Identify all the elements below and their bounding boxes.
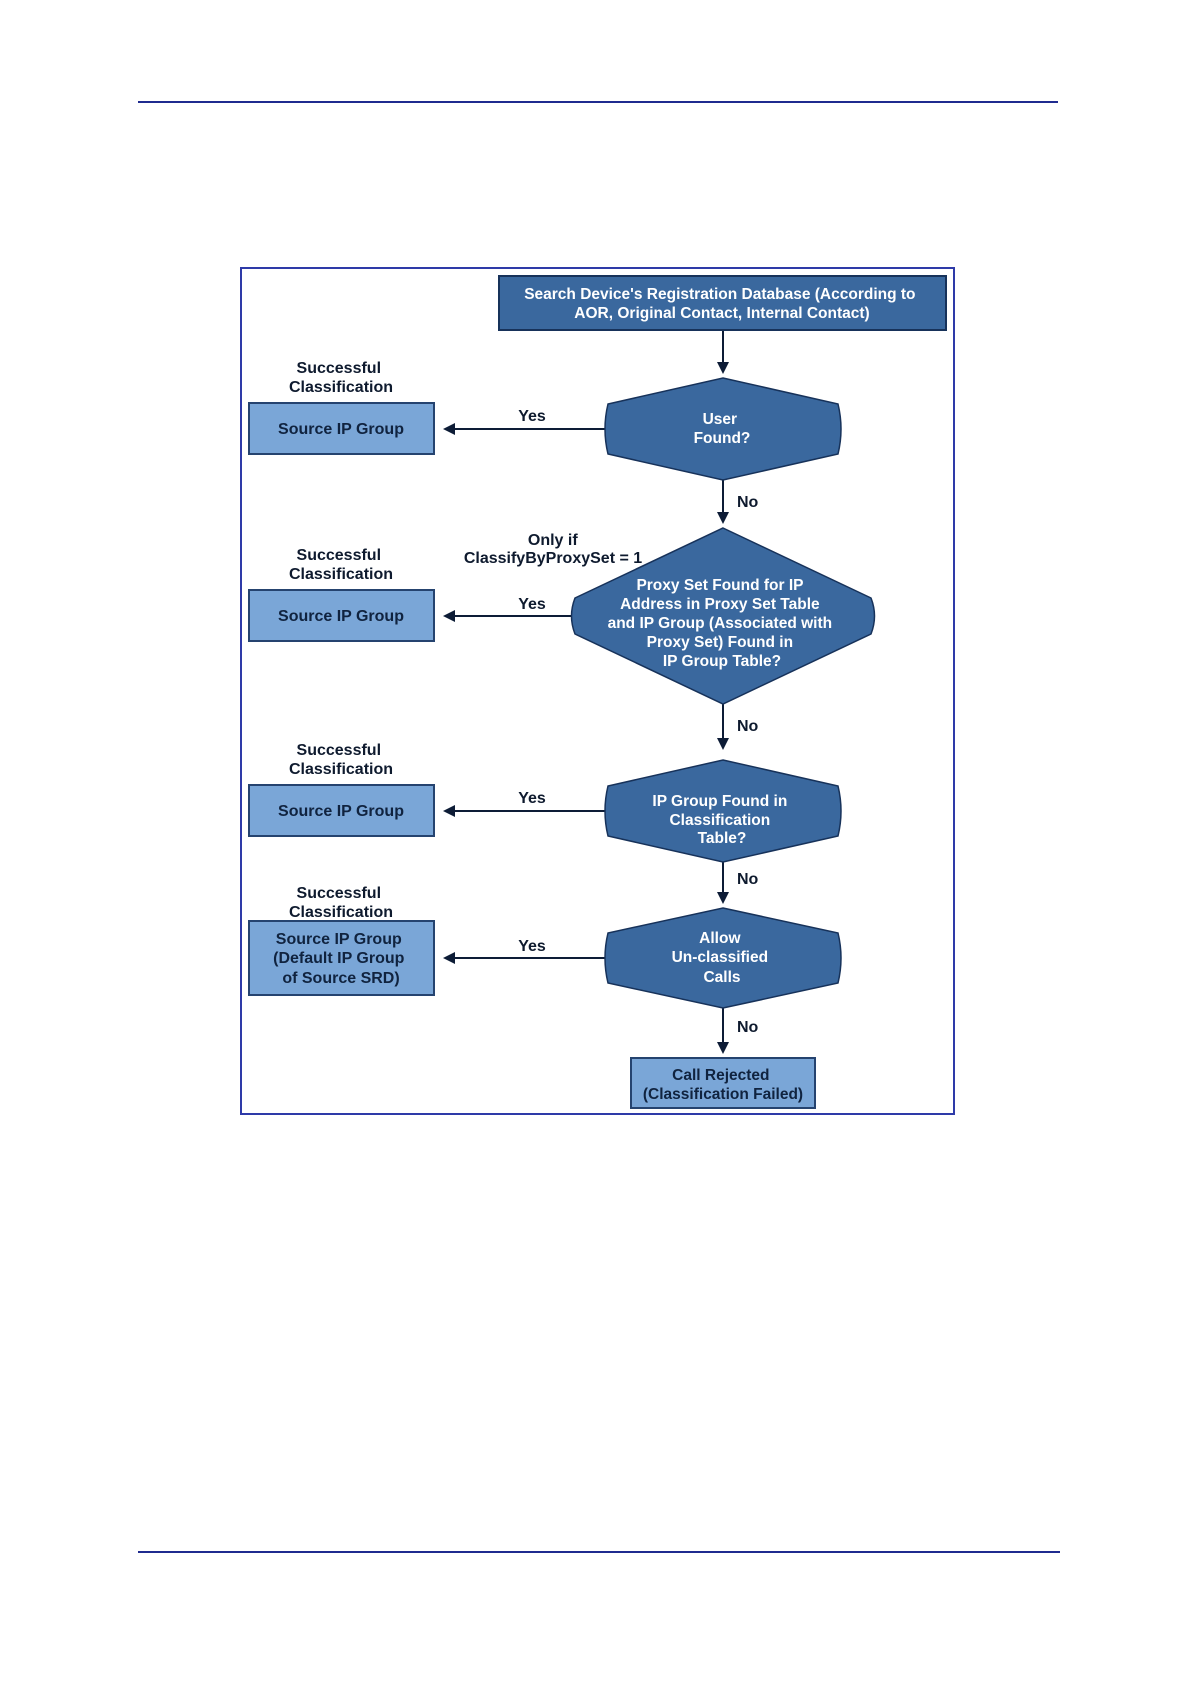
edge-label-no-4: No bbox=[737, 1019, 759, 1036]
result-box-1 bbox=[248, 402, 435, 455]
decision-classification-table bbox=[604, 759, 842, 863]
result-box-2 bbox=[248, 589, 435, 642]
start-box-text: Search Device's Registration Database (A… bbox=[524, 286, 920, 322]
decision-allow-unclassified bbox=[604, 907, 842, 1009]
decision-user-found-text: User Found? bbox=[694, 411, 751, 447]
decision-proxy-set bbox=[570, 527, 876, 705]
decision-allow-unclassified-text: Allow Un-classified Calls bbox=[672, 930, 773, 986]
result-box-1-text: Source IP Group bbox=[278, 421, 404, 438]
reject-box bbox=[630, 1057, 816, 1109]
edge-label-no-3: No bbox=[737, 871, 759, 888]
start-box bbox=[498, 275, 947, 331]
proxy-condition-note: Only if ClassifyByProxySet = 1 bbox=[464, 532, 642, 567]
result-box-3 bbox=[248, 784, 435, 837]
decision-user-found bbox=[604, 377, 842, 481]
result-box-3-text: Source IP Group bbox=[278, 803, 404, 820]
footer-rule bbox=[138, 1551, 1060, 1553]
decision-classification-table-text: IP Group Found in Classification Table? bbox=[652, 793, 791, 847]
result-box-4 bbox=[248, 920, 435, 996]
edge-label-yes-4: Yes bbox=[518, 938, 546, 955]
result-1-heading: Successful Classification bbox=[289, 360, 393, 396]
result-3-heading: Successful Classification bbox=[289, 742, 393, 778]
result-box-4-text: Source IP Group (Default IP Group of Sou… bbox=[273, 931, 409, 987]
edge-label-no-2: No bbox=[737, 718, 759, 735]
result-box-2-text: Source IP Group bbox=[278, 608, 404, 625]
decision-proxy-set-text: Proxy Set Found for IP Address in Proxy … bbox=[608, 577, 837, 670]
edge-label-yes-3: Yes bbox=[518, 790, 546, 807]
result-2-heading: Successful Classification bbox=[289, 547, 393, 583]
edge-label-no-1: No bbox=[737, 494, 759, 511]
edge-label-yes-2: Yes bbox=[518, 596, 546, 613]
reject-box-text: Call Rejected (Classification Failed) bbox=[643, 1067, 803, 1103]
result-4-heading: Successful Classification bbox=[289, 885, 393, 921]
header-rule bbox=[138, 101, 1058, 103]
edge-label-yes-1: Yes bbox=[518, 408, 546, 425]
